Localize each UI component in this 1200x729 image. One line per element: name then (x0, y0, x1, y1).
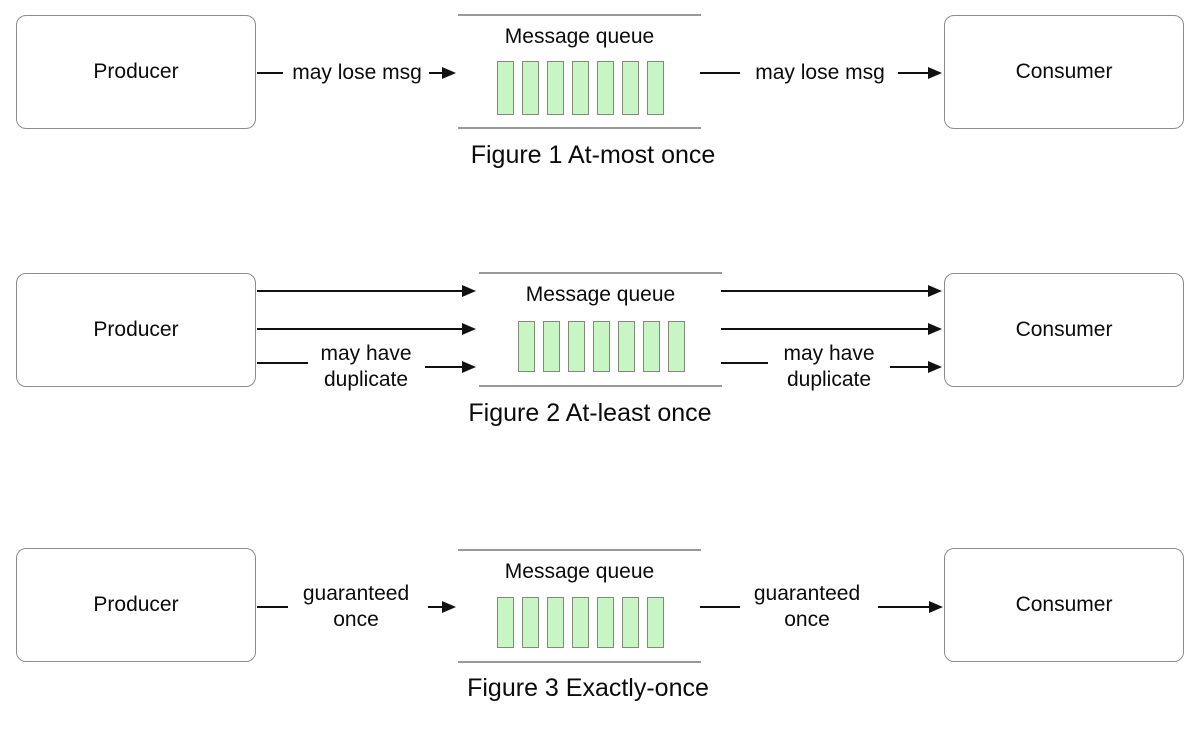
figure-caption: Figure 1 At-most once (470, 141, 716, 169)
queue-top-rail (479, 272, 722, 274)
message-bar (622, 597, 639, 648)
producer-connector-line (257, 606, 288, 608)
message-bar (668, 321, 685, 372)
arrow-to-consumer-line (898, 72, 930, 74)
producer-label: Producer (93, 60, 179, 83)
queue-connector-line (700, 606, 740, 608)
producer-label: Producer (93, 593, 179, 616)
arrow-to-consumer-line (890, 366, 929, 368)
message-bar (643, 321, 660, 372)
consumer-label: Consumer (1015, 593, 1113, 616)
right-arrow-label: guaranteed once (753, 582, 861, 631)
message-bar (572, 61, 589, 115)
message-bar (568, 321, 585, 372)
figure-caption: Figure 3 Exactly-once (467, 674, 709, 702)
message-bar (497, 61, 514, 115)
queue-top-rail (458, 549, 701, 551)
producer-box: Producer (16, 548, 256, 662)
message-bar (647, 597, 664, 648)
arrow-to-queue-line (429, 72, 444, 74)
right-arrow-label: may lose msg (755, 61, 885, 84)
arrow-to-queue-line (428, 606, 444, 608)
arrowhead-to-queue-icon (462, 361, 476, 373)
queue-bottom-rail (458, 661, 701, 663)
left-arrow-label: may have duplicate (320, 342, 412, 391)
consumer-label: Consumer (1015, 318, 1113, 341)
message-bar (522, 61, 539, 115)
consumer-box: Consumer (944, 548, 1184, 662)
arrowhead-to-consumer-icon (929, 601, 943, 613)
message-bar (622, 61, 639, 115)
arrowhead-to-consumer-icon (928, 67, 942, 79)
left-arrow-label: guaranteed once (302, 582, 410, 631)
message-bar (618, 321, 635, 372)
consumer-box: Consumer (944, 15, 1184, 129)
producer-connector-line (257, 362, 308, 364)
arrow-to-consumer-line (878, 606, 929, 608)
message-bar (547, 597, 564, 648)
arrowhead-to-queue-icon (442, 67, 456, 79)
right-arrow-label: may have duplicate (783, 342, 875, 391)
message-bar (597, 61, 614, 115)
message-bar (597, 597, 614, 648)
arrow-to-consumer-line (721, 290, 929, 292)
figure-caption: Figure 2 At-least once (468, 399, 712, 427)
arrowhead-to-consumer-icon (928, 285, 942, 297)
arrowhead-to-consumer-icon (928, 361, 942, 373)
arrow-to-queue-line (425, 366, 463, 368)
arrow-to-queue-line (257, 328, 463, 330)
queue-bottom-rail (479, 385, 722, 387)
producer-connector-line (257, 72, 283, 74)
message-bar (543, 321, 560, 372)
arrowhead-to-queue-icon (462, 285, 476, 297)
queue-title: Message queue (504, 25, 655, 48)
arrowhead-to-queue-icon (442, 601, 456, 613)
message-bar (572, 597, 589, 648)
arrow-to-queue-line (257, 290, 463, 292)
queue-connector-line (721, 362, 768, 364)
message-bar (518, 321, 535, 372)
message-bar (593, 321, 610, 372)
arrowhead-to-consumer-icon (928, 323, 942, 335)
message-bars (497, 61, 664, 115)
message-bars (497, 597, 664, 648)
message-bar (522, 597, 539, 648)
producer-label: Producer (93, 318, 179, 341)
message-bar (547, 61, 564, 115)
queue-connector-line (700, 72, 740, 74)
queue-bottom-rail (458, 127, 701, 129)
queue-title: Message queue (525, 283, 676, 306)
arrowhead-to-queue-icon (462, 323, 476, 335)
consumer-label: Consumer (1015, 60, 1113, 83)
message-bars (518, 321, 685, 372)
producer-box: Producer (16, 273, 256, 387)
arrow-to-consumer-line (721, 328, 929, 330)
queue-title: Message queue (504, 560, 655, 583)
message-bar (497, 597, 514, 648)
left-arrow-label: may lose msg (292, 61, 422, 84)
queue-top-rail (458, 14, 701, 16)
message-bar (647, 61, 664, 115)
consumer-box: Consumer (944, 273, 1184, 387)
producer-box: Producer (16, 15, 256, 129)
